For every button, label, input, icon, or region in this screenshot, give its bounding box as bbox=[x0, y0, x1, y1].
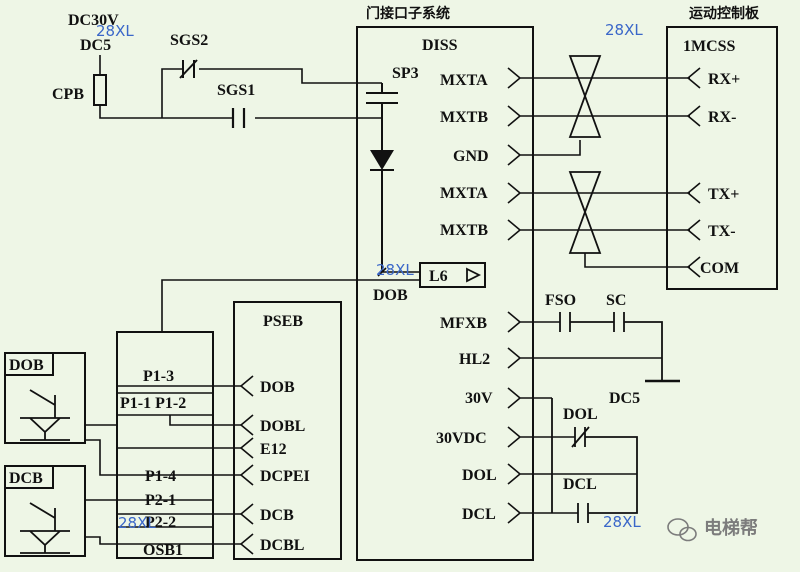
power-wire bbox=[99, 55, 382, 119]
diss-pin-30vdc: 30VDC bbox=[436, 430, 487, 447]
dcl-contact-wiring bbox=[577, 474, 638, 523]
dob-switch-label: DOB bbox=[9, 357, 44, 374]
diss-box bbox=[356, 26, 534, 561]
wechat-icon bbox=[667, 518, 697, 542]
mcss-pin-tx-minus: TX- bbox=[708, 223, 736, 240]
pseb-pin-arrows bbox=[239, 375, 254, 555]
diss-title: 门接口子系统 bbox=[366, 5, 450, 22]
diss-pin-mxta-1: MXTA bbox=[440, 72, 488, 89]
diode-symbol bbox=[370, 150, 394, 170]
l6-feed-wire bbox=[377, 267, 420, 277]
sgs1-label: SGS1 bbox=[217, 82, 255, 99]
osb1-label: OSB1 bbox=[143, 542, 183, 559]
pseb-pin-dcb: DCB bbox=[260, 507, 294, 524]
osb1-internal-wires bbox=[117, 385, 241, 545]
cpb-fuse-symbol bbox=[93, 74, 107, 106]
sgs2-contact-symbol bbox=[179, 59, 198, 79]
dc5-right-label: DC5 bbox=[609, 390, 640, 407]
mcss-pin-tx-plus: TX+ bbox=[708, 186, 739, 203]
mcss-box bbox=[666, 26, 778, 290]
dob-switch-symbol bbox=[20, 389, 70, 441]
dol-label: DOL bbox=[563, 406, 598, 423]
watermark-site-2: 28XL bbox=[605, 21, 643, 39]
rx-coupler-symbol bbox=[568, 55, 602, 138]
dob-mid-label: DOB bbox=[373, 287, 408, 304]
mcss-pin-arrows bbox=[686, 67, 701, 278]
pseb-pin-dobl: DOBL bbox=[260, 418, 305, 435]
l6-arrow-icon bbox=[466, 267, 482, 283]
diss-pin-30v: 30V bbox=[465, 390, 493, 407]
sgs2-wire bbox=[161, 68, 382, 118]
sgs1-contact-symbol bbox=[231, 108, 246, 128]
watermark-site-5: 28XL bbox=[603, 513, 641, 531]
mcss-title: 运动控制板 bbox=[689, 5, 760, 22]
watermark-site-4: 28XL bbox=[118, 514, 156, 532]
diss-pin-hl2: HL2 bbox=[459, 351, 490, 368]
osb1-pin-p1-3: P1-3 bbox=[143, 368, 174, 385]
sgs2-label: SGS2 bbox=[170, 32, 208, 49]
cpb-label: CPB bbox=[52, 86, 84, 103]
diss-pin-mxtb-1: MXTB bbox=[440, 109, 488, 126]
diss-pin-list: MXTA MXTB GND MXTA MXTB MFXB HL2 30V 30V… bbox=[436, 72, 497, 523]
fso-label: FSO bbox=[545, 292, 576, 309]
dol-contact-wiring bbox=[551, 398, 638, 513]
mcss-pin-rx-plus: RX+ bbox=[708, 71, 740, 88]
watermark-site-3: 28XL bbox=[376, 261, 414, 279]
l6-label: L6 bbox=[429, 268, 448, 285]
osb1-box bbox=[116, 331, 214, 559]
dcl-label: DCL bbox=[563, 476, 597, 493]
pseb-pin-e12: E12 bbox=[260, 441, 287, 458]
dc5-top-label: DC5 bbox=[80, 37, 111, 54]
osb1-pin-p2-2: P2-2 bbox=[145, 514, 176, 531]
pseb-pin-dcbl: DCBL bbox=[260, 537, 304, 554]
tx-wires bbox=[580, 192, 690, 268]
mcss-pin-com: COM bbox=[700, 260, 739, 277]
pseb-pin-dob: DOB bbox=[260, 379, 295, 396]
dc30v-label: DC30V bbox=[68, 12, 119, 29]
diss-pin-gnd: GND bbox=[453, 148, 489, 165]
watermark-site-1: 28XL bbox=[96, 22, 134, 40]
sp3-label: SP3 bbox=[392, 65, 419, 82]
pseb-pin-dcpei: DCPEI bbox=[260, 468, 310, 485]
diss-label: DISS bbox=[422, 37, 458, 54]
dcb-switch-symbol bbox=[20, 502, 70, 554]
diss-pin-dol: DOL bbox=[462, 467, 497, 484]
mcss-label: 1MCSS bbox=[683, 38, 736, 55]
mcss-pin-rx-minus: RX- bbox=[708, 109, 736, 126]
sc-label: SC bbox=[606, 292, 626, 309]
osb1-pin-p1-4: P1-4 bbox=[145, 468, 176, 485]
dcb-switch-tag bbox=[4, 465, 54, 489]
dcb-switch-wires bbox=[85, 499, 117, 545]
tx-coupler-symbol bbox=[568, 171, 602, 254]
diss-pin-mfxb: MFXB bbox=[440, 315, 487, 332]
diss-pin-arrows bbox=[507, 67, 662, 524]
dcb-switch-label: DCB bbox=[9, 470, 43, 487]
watermark-brand: 电梯帮 bbox=[704, 517, 758, 539]
l6-box bbox=[419, 262, 486, 288]
sp3-contact-symbol bbox=[366, 83, 398, 272]
diss-pin-mxta-2: MXTA bbox=[440, 185, 488, 202]
pseb-box bbox=[233, 301, 342, 560]
fso-sc-contacts bbox=[559, 312, 663, 381]
dob-switch-tag bbox=[4, 352, 54, 376]
diss-pin-mxtb-2: MXTB bbox=[440, 222, 488, 239]
rx-wires bbox=[580, 77, 690, 117]
diss-pin-dcl: DCL bbox=[462, 506, 496, 523]
pseb-label: PSEB bbox=[263, 313, 303, 330]
osb1-pin-p2-1: P2-1 bbox=[145, 492, 176, 509]
dob-switch-wires bbox=[85, 424, 117, 476]
dob-return-wire bbox=[161, 279, 420, 332]
osb1-pin-p1-1-p1-2: P1-1 P1-2 bbox=[120, 395, 186, 412]
